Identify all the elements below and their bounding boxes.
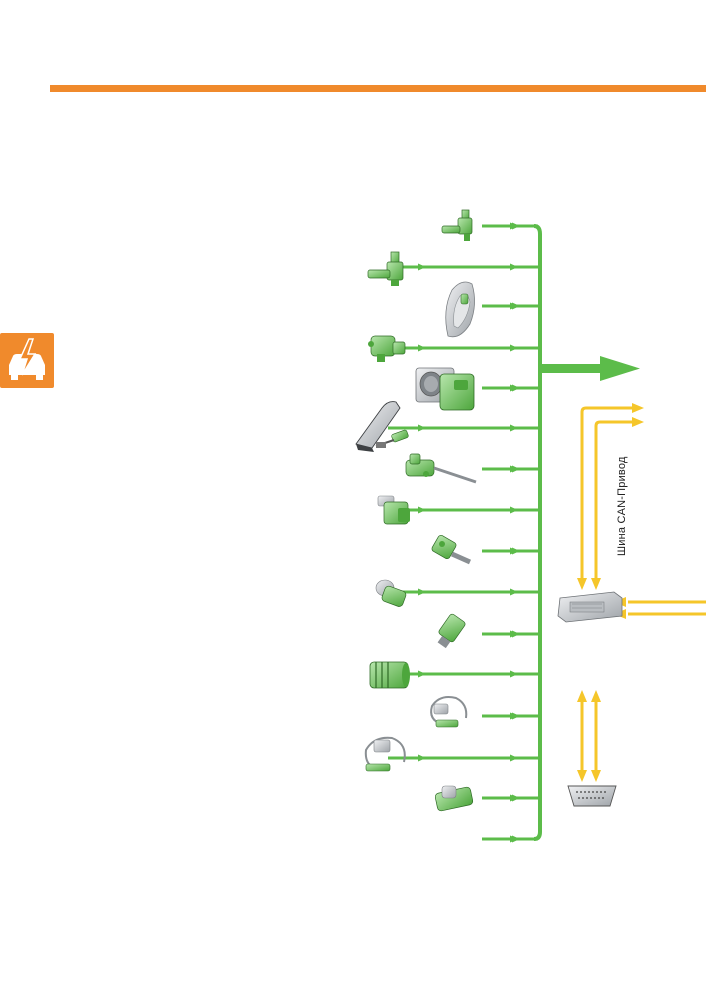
header-accent-bar (50, 85, 706, 92)
signal-arrowhead-end-8 (510, 506, 518, 514)
temperature-sensor-icon (437, 613, 466, 649)
signal-arrowhead-end-1 (510, 222, 518, 230)
signal-arrowhead-12 (418, 670, 426, 678)
diag-arrow-up-1 (577, 690, 587, 702)
signal-arrowhead-end-11 (510, 630, 518, 638)
can-line-inner (594, 420, 632, 580)
signal-arrowhead-end-14 (510, 754, 518, 762)
lambda-probe-icon-b (364, 736, 406, 772)
signal-arrowhead-2 (418, 263, 426, 271)
signal-arrowhead-end-7 (510, 465, 518, 473)
oil-level-sensor-icon (405, 453, 477, 484)
intake-pressure-sensor-icon (368, 335, 406, 362)
knock-sensor-icon-a (377, 495, 410, 525)
signal-arrowhead-end-15 (510, 794, 518, 802)
signal-arrowhead-end-12 (510, 670, 518, 678)
accelerator-pedal-icon (355, 401, 409, 452)
coolant-temp-sensor-icon (431, 534, 472, 565)
fuel-pressure-sensor-icon (434, 785, 474, 812)
sensor-signal-lines (388, 222, 542, 843)
signal-arrowhead-end-13 (510, 712, 518, 720)
engine-speed-sensor-icon (367, 251, 404, 286)
signal-arrowhead-4 (418, 344, 426, 352)
brake-pedal-sensor-icon (445, 281, 475, 338)
camshaft-sensor-icon (441, 209, 473, 241)
can-arrow-out-2 (632, 417, 644, 427)
can-arrow-out-1 (632, 403, 644, 413)
can-line-outer (580, 406, 632, 580)
engine-control-unit-icon (557, 591, 623, 623)
signal-arrowhead-end-5 (510, 384, 518, 392)
mass-airflow-sensor-icon (369, 661, 410, 689)
signal-arrowhead-end-9 (510, 547, 518, 555)
can-bus-lines (577, 403, 706, 782)
signal-arrowhead-end-4 (510, 344, 518, 352)
can-arrow-ecu-1 (577, 578, 587, 590)
throttle-body-icon (415, 367, 475, 411)
signal-arrowhead-6 (418, 424, 426, 432)
signal-arrowhead-14 (418, 754, 426, 762)
diag-arrow-down-2 (591, 770, 601, 782)
diagnostic-connector-icon (567, 785, 617, 807)
signal-arrowhead-end-10 (510, 588, 518, 596)
can-bus-label: Шина CAN-Привод (616, 456, 628, 556)
car-electric-warning-icon (0, 333, 54, 388)
can-arrow-ecu-2 (591, 578, 601, 590)
signal-arrowhead-end-6 (510, 424, 518, 432)
knock-sensor-icon-b (375, 579, 407, 607)
signal-arrowhead-end-16 (510, 835, 518, 843)
signal-arrowhead-8 (418, 506, 426, 514)
lambda-probe-icon-a (430, 696, 468, 728)
diag-arrow-down-1 (577, 770, 587, 782)
output-arrow (540, 356, 640, 381)
diag-arrow-up-2 (591, 690, 601, 702)
signal-arrowhead-end-2 (510, 263, 518, 271)
signal-arrowhead-10 (418, 588, 426, 596)
signal-trunk-line (533, 224, 542, 841)
signal-arrowhead-end-3 (510, 302, 518, 310)
